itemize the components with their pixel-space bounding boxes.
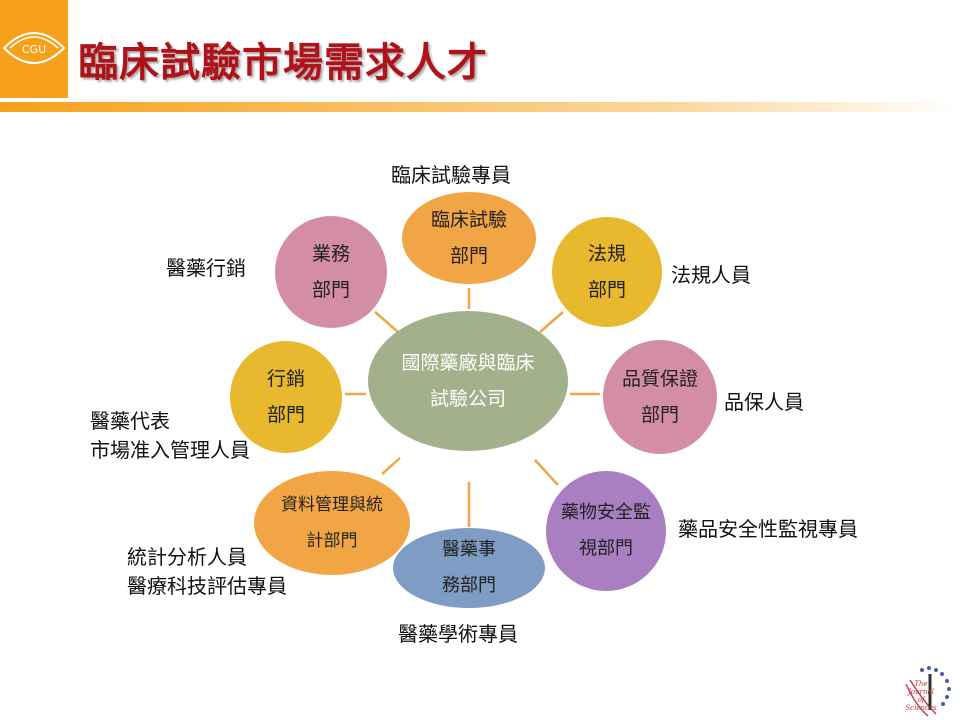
logo-text: CGU [22, 43, 46, 56]
journal-badge: The Journal of Sciences [898, 664, 958, 718]
role-marketing: 醫藥代表市場准入管理人員 [90, 409, 250, 462]
role-regulatory: 法規人員 [671, 263, 751, 287]
connector [374, 311, 399, 333]
journal-badge-text: The Journal of Sciences [905, 680, 937, 712]
node-pharmacovigilance: 藥物安全監視部門 [546, 471, 666, 591]
node-medical-affairs: 醫藥事務部門 [393, 528, 545, 608]
node-sales: 業務部門 [275, 216, 387, 328]
role-clinical-trial: 臨床試驗專員 [391, 163, 511, 187]
role-pharmacovigilance: 藥品安全性監視專員 [678, 517, 858, 541]
role-data-management: 統計分析人員醫療科技評估專員 [127, 545, 287, 598]
connector [534, 459, 559, 486]
node-data-management: 資料管理與統計部門 [254, 471, 410, 575]
node-clinical-trial: 臨床試驗部門 [402, 192, 536, 284]
role-quality-assurance: 品保人員 [724, 390, 804, 414]
center-node: 國際藥廠與臨床試驗公司 [368, 311, 568, 451]
page-title: 臨床試驗市場需求人才 [78, 40, 488, 86]
logo: CGU [0, 0, 68, 98]
connector [539, 311, 564, 333]
journal-badge-icon [905, 666, 951, 717]
role-medical-affairs: 醫藥學術專員 [398, 622, 518, 646]
node-marketing: 行銷部門 [230, 341, 342, 453]
role-sales: 醫藥行銷 [166, 256, 246, 280]
cgu-logo-icon: CGU [2, 32, 66, 64]
header-divider [0, 102, 960, 112]
node-regulatory: 法規部門 [552, 217, 662, 327]
connector [381, 457, 401, 475]
node-quality-assurance: 品質保證部門 [603, 340, 717, 454]
